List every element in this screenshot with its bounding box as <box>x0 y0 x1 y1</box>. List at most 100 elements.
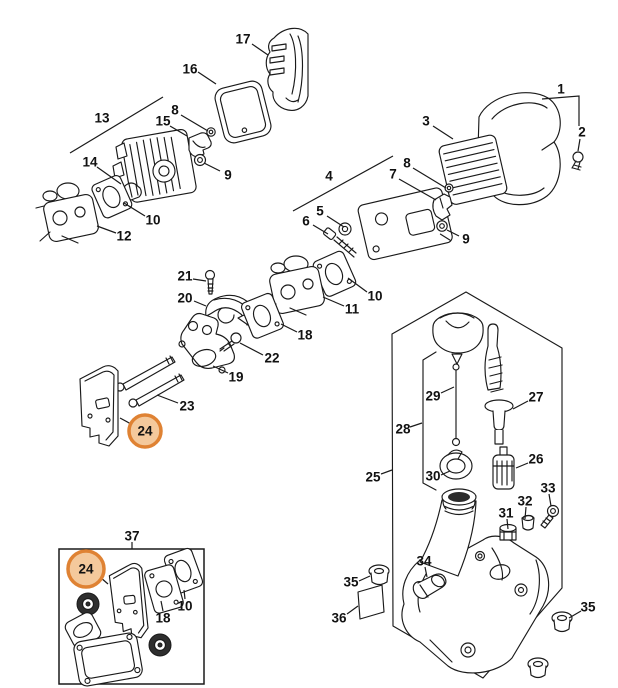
leader-line-9b <box>446 229 460 237</box>
leader-line-30 <box>440 470 451 476</box>
part-label-12: 12 <box>116 229 131 244</box>
leader-line-2 <box>577 138 581 152</box>
grommet-unlabeled <box>527 657 549 679</box>
highlight-circle-24b[interactable] <box>66 549 106 589</box>
leader-line-27 <box>512 400 529 410</box>
part-label-1: 1 <box>557 82 565 97</box>
part-18-gasket <box>240 292 284 339</box>
part-label-4: 4 <box>325 169 333 184</box>
part-3-filter-element <box>438 134 508 205</box>
inset-flange-gasket <box>64 612 102 648</box>
leader-line-16 <box>197 71 217 85</box>
part-label-35b: 35 <box>580 600 596 615</box>
leader-line-14 <box>96 166 122 185</box>
tank-assembly-outline <box>391 291 563 679</box>
leader-line-19 <box>212 365 229 374</box>
part-26-fuel-filter <box>492 446 515 490</box>
part-9-nut-right <box>436 220 448 232</box>
part-label-33: 33 <box>540 481 556 496</box>
leader-line-31 <box>506 518 509 530</box>
leader-line-10a <box>123 202 146 217</box>
part-label-31: 31 <box>498 506 514 521</box>
part-17-engine-cover <box>265 27 309 111</box>
part-label-10a: 10 <box>145 213 160 228</box>
leader-line-21 <box>192 278 207 282</box>
part-label-18a: 18 <box>297 328 313 343</box>
part-33-screw <box>540 504 560 529</box>
part-label-37: 37 <box>124 529 139 544</box>
part-label-36: 36 <box>331 611 347 626</box>
part-36-label-plate <box>357 584 385 620</box>
part-label-16: 16 <box>182 62 198 77</box>
leader-line-8b <box>412 167 447 189</box>
part-label-18b: 18 <box>155 611 171 626</box>
leader-line-12 <box>96 225 117 234</box>
inset-gasket-18 <box>144 564 184 614</box>
part-32-spacer <box>521 514 535 531</box>
part-25-fuel-tank <box>401 488 550 674</box>
leader-line-15 <box>169 125 188 137</box>
part-label-34: 34 <box>416 554 432 569</box>
leader-line-32 <box>524 506 527 520</box>
part-label-8b: 8 <box>403 156 411 171</box>
leader-line-6 <box>312 224 329 235</box>
leader-line-28 <box>409 422 423 428</box>
part-number-labels: 1716138151491012123874569101121201822192… <box>66 32 596 626</box>
part-label-15: 15 <box>155 114 171 129</box>
part-label-28: 28 <box>395 422 411 437</box>
leader-line-18a <box>280 323 298 333</box>
leader-line-22 <box>239 342 264 356</box>
part-label-35a: 35 <box>343 575 359 590</box>
inset-oil-seal-b <box>148 633 172 657</box>
inset-oil-seal-a <box>76 592 100 616</box>
part-6-screw <box>323 227 357 258</box>
leader-line-35a <box>358 575 371 582</box>
part-label-20: 20 <box>177 291 192 306</box>
part-12-carburetor <box>35 182 99 244</box>
leader-line-26 <box>515 462 529 469</box>
part-9-nut-left <box>193 153 207 167</box>
part-22-screw <box>219 332 242 352</box>
part-23-bolts <box>115 355 185 408</box>
part-label-32: 32 <box>517 494 532 509</box>
part-label-9b: 9 <box>462 232 470 247</box>
part-7-choke-lever <box>432 193 453 221</box>
part-label-24b[interactable]: 24 <box>78 562 94 577</box>
part-label-13: 13 <box>94 111 110 126</box>
part-label-29: 29 <box>425 389 440 404</box>
leader-line-4 <box>292 155 394 212</box>
leader-line-11 <box>322 296 345 307</box>
highlight-circle-24a[interactable] <box>127 413 163 449</box>
gasket-set-inset-box <box>58 547 205 687</box>
part-label-22: 22 <box>264 351 279 366</box>
part-label-19: 19 <box>228 370 243 385</box>
leader-line-33 <box>548 493 552 507</box>
part-35-grommet-left <box>368 564 390 586</box>
inset-base-gasket <box>73 632 143 687</box>
leader-line-23 <box>156 394 179 404</box>
part-label-2: 2 <box>578 125 586 140</box>
part-label-10c: 10 <box>177 599 192 614</box>
part-21-screw <box>204 269 216 295</box>
part-35-grommet-right <box>551 611 573 633</box>
part-34-elbow-fitting <box>412 573 447 599</box>
leader-line-5 <box>326 215 345 228</box>
part-label-27: 27 <box>528 390 543 405</box>
part-8-nut-left <box>206 127 216 137</box>
part-label-7: 7 <box>389 167 397 182</box>
leader-line-36 <box>346 605 359 615</box>
leader-line-17 <box>251 43 269 56</box>
part-label-10b: 10 <box>367 289 382 304</box>
leader-line-18b <box>160 600 164 612</box>
part-8-nut-right <box>444 183 454 193</box>
part-label-8a: 8 <box>171 103 179 118</box>
part-label-23: 23 <box>179 399 195 414</box>
leader-line-29 <box>440 386 455 394</box>
leader-line-10c <box>183 589 186 600</box>
part-label-5: 5 <box>316 204 324 219</box>
leader-line-20 <box>193 300 207 307</box>
leader-line-34 <box>424 566 428 578</box>
part-label-24a[interactable]: 24 <box>137 424 153 439</box>
